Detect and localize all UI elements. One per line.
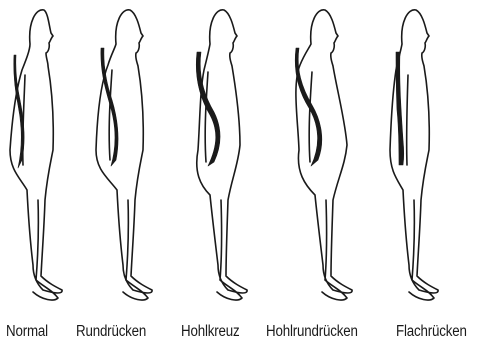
- figure-hohlrundruecken: [295, 10, 352, 300]
- figure-rundruecken: [96, 10, 152, 300]
- arm-line-hohlrundruecken: [309, 72, 312, 162]
- label-hohlrundruecken: Hohlrundrücken: [266, 322, 358, 342]
- figure-hohlkreuz: [196, 10, 247, 300]
- label-rundruecken: Rundrücken: [76, 322, 146, 342]
- body-outline-rundruecken: [96, 10, 152, 293]
- arm-line-hohlkreuz: [205, 72, 208, 162]
- label-normal: Normal: [6, 322, 48, 342]
- spine-normal: [14, 55, 24, 168]
- body-outline-hohlrundruecken: [296, 10, 352, 293]
- arm-line-flachruecken: [407, 75, 408, 165]
- label-hohlkreuz: Hohlkreuz: [181, 322, 239, 342]
- spine-flachruecken: [396, 52, 404, 165]
- body-outline-normal: [10, 10, 62, 293]
- arm-line-rundruecken: [109, 70, 112, 160]
- figure-normal: [10, 10, 62, 300]
- figure-flachruecken: [390, 10, 438, 300]
- label-flachruecken: Flachrücken: [396, 322, 467, 342]
